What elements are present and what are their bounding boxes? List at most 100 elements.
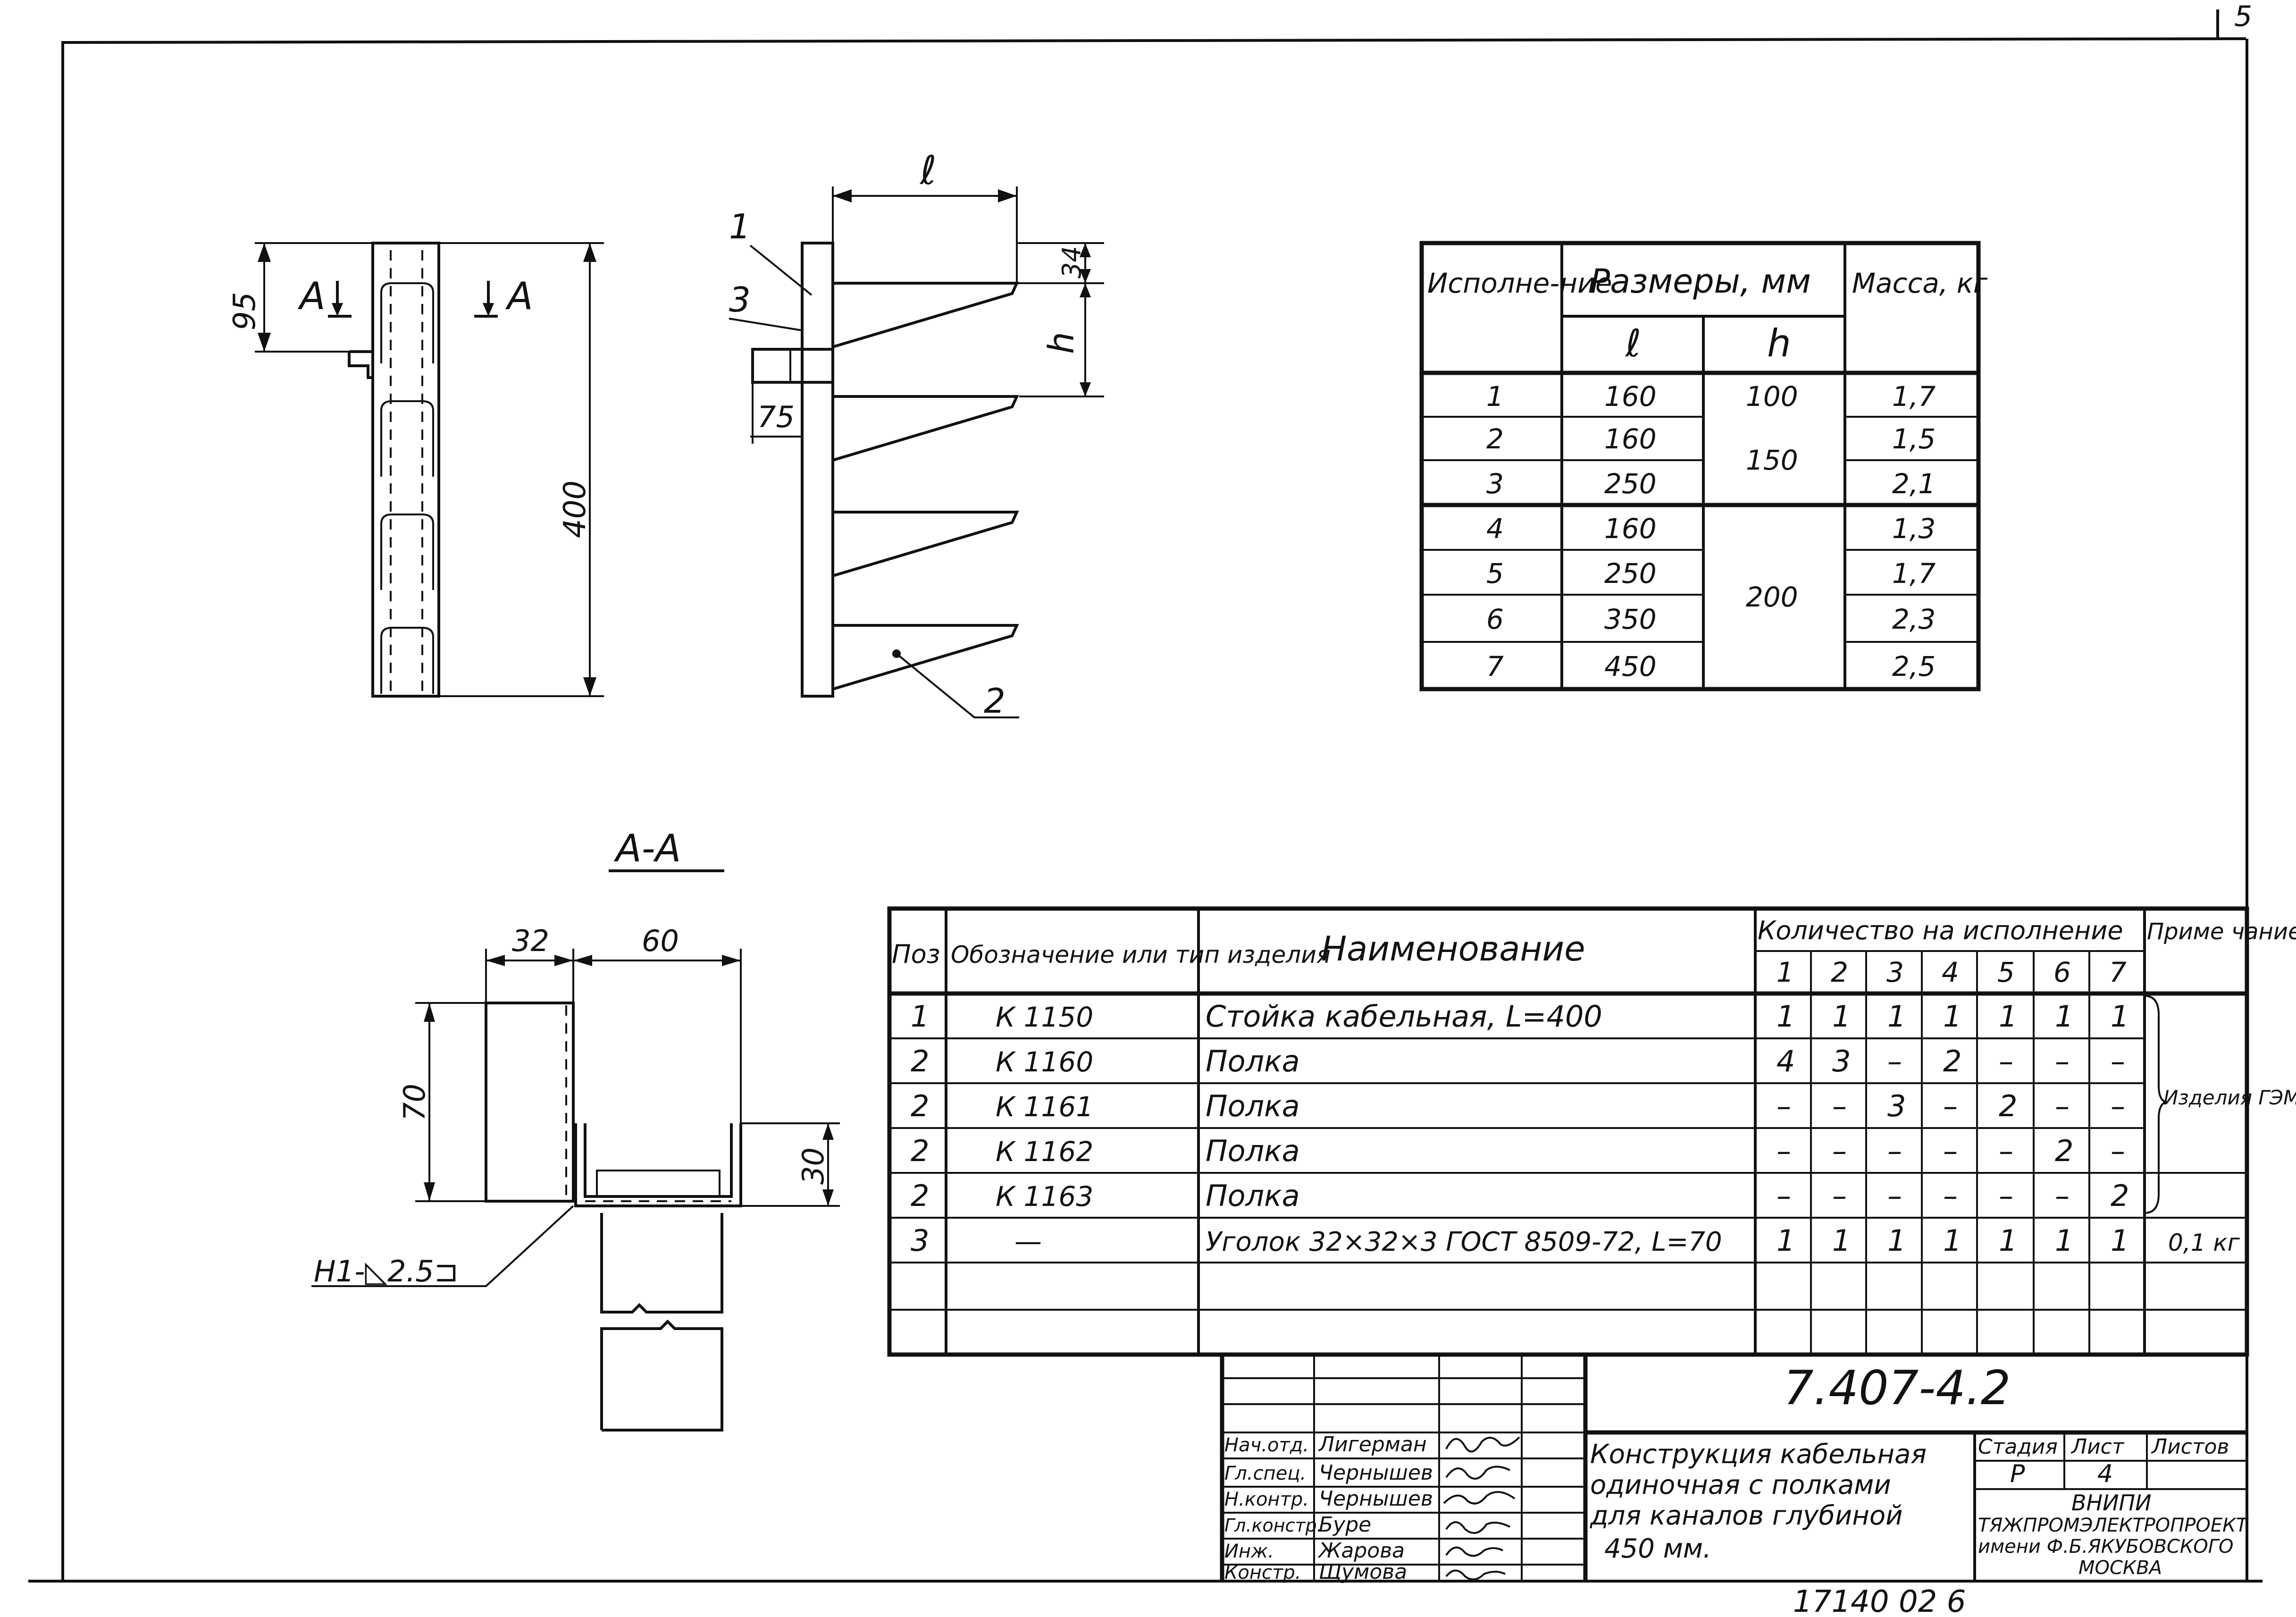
tb-org-line: ТЯЖПРОМЭЛЕКТРОПРОЕКТ	[1978, 1515, 2249, 1536]
st-row-qty-2: 1	[1832, 999, 1851, 1034]
st-row-qty-6: 1	[2055, 999, 2073, 1034]
st-variant-col-headers: 1 2 3 4 5 6 7	[1776, 956, 2127, 988]
vt-row-6-n: 6	[1486, 603, 1504, 635]
dim-l: ℓ	[919, 147, 937, 194]
st-row-qty-5: –	[1999, 1044, 2013, 1078]
st-row-4: 2 К 1162 Полка – – – – – 2 –	[911, 1134, 2125, 1168]
tb-stage-label: Стадия	[1978, 1435, 2058, 1459]
tb-name: Щумова	[1319, 1560, 1407, 1584]
spec-table: Поз Обозначение или тип изделия Наименов…	[887, 906, 2296, 1357]
st-row-qty-1: 4	[1776, 1044, 1795, 1078]
tb-title-line: одиночная с полками	[1590, 1470, 1891, 1500]
dim-60: 60	[642, 924, 679, 958]
st-row-pos: 2	[911, 1179, 929, 1213]
st-row-qty-1: 1	[1776, 999, 1795, 1034]
st-header-qty: Количество на исполнение	[1758, 916, 2123, 945]
st-row-name: Полка	[1206, 1044, 1300, 1078]
st-row-qty-5: –	[1999, 1134, 2013, 1168]
vt-row-5-l: 250	[1604, 557, 1657, 590]
vt-row-7-n: 7	[1486, 650, 1504, 682]
vt-h-group-2: 150	[1746, 444, 1798, 476]
tb-role: Нач.отд.	[1224, 1434, 1309, 1456]
tb-name: Лигерман	[1318, 1432, 1427, 1457]
st-row-qty-3: 3	[1887, 1089, 1906, 1123]
vt-row-3-mass: 2,1	[1892, 468, 1936, 500]
sheet-frame: 5	[28, 0, 2262, 1583]
title-block: 7.407-4.2 Нач.отд. Гл.спец. Н.контр. Гл.…	[1220, 1355, 2249, 1584]
tb-role: Гл.спец.	[1224, 1463, 1306, 1484]
st-row-1: 1 К 1150 Стойка кабельная, L=400 1 1 1 1…	[911, 999, 2129, 1034]
st-row-qty-5: 2	[1999, 1089, 2017, 1123]
st-row-qty-2: –	[1832, 1134, 1847, 1168]
st-row-qty-2: –	[1832, 1179, 1847, 1213]
dim-400: 400	[558, 480, 593, 538]
vt-row-6-mass: 2,3	[1892, 603, 1936, 635]
vt-row-1-l: 160	[1604, 380, 1657, 413]
st-row-qty-5: –	[1999, 1179, 2013, 1213]
dim-34: 34	[1057, 246, 1087, 278]
pos-3-label: 3	[729, 280, 751, 320]
st-row-qty-6: –	[2055, 1089, 2070, 1123]
vt-row-3-n: 3	[1486, 468, 1504, 500]
st-row-qty-3: –	[1887, 1044, 1902, 1078]
variants-table: Исполне-ние Размеры, мм Масса, кг ℓ h 1 …	[1419, 241, 1988, 691]
st-row-designation: —	[1014, 1225, 1042, 1257]
tb-org-line: имени Ф.Б.ЯКУБОВСКОГО	[1978, 1536, 2233, 1558]
st-row-qty-7: –	[2111, 1089, 2125, 1123]
vt-row-2-l: 160	[1604, 423, 1657, 455]
st-row-qty-1: –	[1776, 1179, 1791, 1213]
vt-row-2-mass: 1,5	[1892, 423, 1936, 455]
dim-32: 32	[512, 924, 549, 958]
st-row-qty-6: 1	[2055, 1223, 2073, 1258]
tb-org-line: МОСКВА	[2078, 1557, 2162, 1579]
tb-stage: Р	[2010, 1460, 2025, 1488]
st-col-1: 1	[1776, 956, 1794, 988]
st-row-pos: 3	[911, 1223, 929, 1258]
vt-row-2-n: 2	[1486, 423, 1504, 455]
st-col-4: 4	[1942, 956, 1959, 988]
st-row-qty-6: 2	[2055, 1134, 2073, 1168]
st-row-name: Уголок 32×32×3 ГОСТ 8509-72, L=70	[1206, 1227, 1722, 1257]
vt-sub-l: ℓ	[1625, 321, 1641, 365]
side-view: ℓ 34 h 75 1 3 2	[729, 147, 1104, 721]
st-row-name: Полка	[1206, 1089, 1300, 1123]
vt-h-group-3: 200	[1746, 581, 1798, 613]
pos-1-label: 1	[729, 207, 751, 246]
tb-sheet-label: Лист	[2070, 1435, 2125, 1459]
tb-name: Чернышев	[1319, 1461, 1433, 1485]
st-row-qty-7: 2	[2111, 1179, 2129, 1213]
st-row-qty-4: –	[1943, 1134, 1958, 1168]
tb-sheets-label: Листов	[2151, 1435, 2229, 1459]
tb-organization: ВНИПИ ТЯЖПРОМЭЛЕКТРОПРОЕКТ имени Ф.Б.ЯКУ…	[1978, 1490, 2249, 1579]
st-row-qty-2: 1	[1832, 1223, 1851, 1258]
st-row-qty-1: –	[1776, 1134, 1791, 1168]
section-view: А-А 32 60 70 30 Н1-◺2.5⊐	[311, 826, 840, 1432]
tb-name: Чернышев	[1319, 1487, 1433, 1511]
dim-75: 75	[757, 400, 795, 434]
dim-30: 30	[796, 1147, 830, 1185]
st-row-qty-5: 1	[1999, 1223, 2017, 1258]
st-row-designation: К 1150	[996, 1001, 1093, 1033]
st-row-qty-4: 1	[1943, 999, 1961, 1034]
st-row-qty-3: 1	[1887, 999, 1906, 1034]
vt-row-6-l: 350	[1604, 603, 1657, 635]
st-row-qty-3: –	[1887, 1179, 1902, 1213]
st-row-qty-6: –	[2055, 1179, 2070, 1213]
dim-95: 95	[227, 292, 262, 330]
vt-h-group-1: 100	[1746, 380, 1798, 413]
tb-role: Инж.	[1224, 1541, 1274, 1562]
st-col-3: 3	[1886, 956, 1904, 988]
vt-header-variant: Исполне-ние	[1427, 267, 1612, 299]
tb-title-line: Конструкция кабельная	[1590, 1439, 1927, 1470]
st-row-5: 2 К 1163 Полка – – – – – – 2	[911, 1179, 2129, 1213]
st-row-designation: К 1160	[996, 1046, 1093, 1078]
st-row-pos: 1	[911, 999, 929, 1034]
st-row-qty-6: –	[2055, 1044, 2070, 1078]
st-header-name: Наименование	[1321, 929, 1585, 969]
st-row-qty-2: –	[1832, 1089, 1847, 1123]
st-row-pos: 2	[911, 1134, 929, 1168]
st-row-qty-5: 1	[1999, 999, 2017, 1034]
section-mark-right: A	[505, 274, 533, 318]
st-row-name: Полка	[1206, 1134, 1300, 1168]
